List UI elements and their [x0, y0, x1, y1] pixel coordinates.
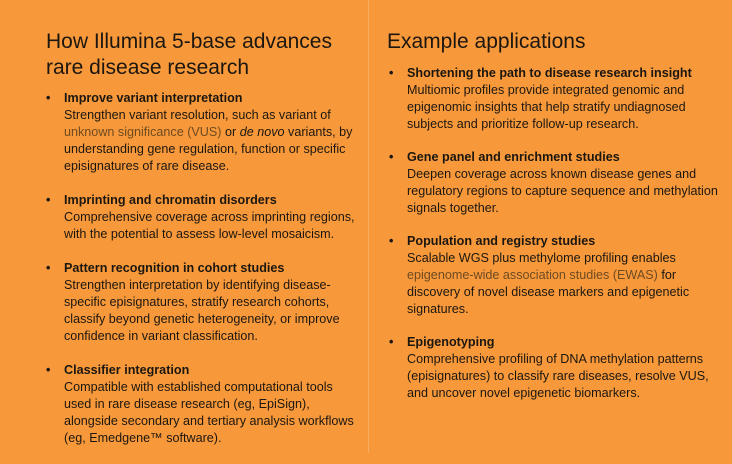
item-body: Strengthen interpretation by identifying… [64, 278, 340, 343]
item-title: Imprinting and chromatin disorders [64, 193, 277, 207]
list-item: Population and registry studies Scalable… [389, 233, 719, 318]
item-title: Classifier integration [64, 363, 190, 377]
item-title: Population and registry studies [407, 234, 596, 248]
right-heading: Example applications [387, 30, 586, 53]
item-body: Comprehensive coverage across imprinting… [64, 210, 355, 241]
right-column: Example applications Shortening the path… [368, 0, 732, 453]
benefits-list: Improve variant interpretation Strengthe… [46, 90, 361, 464]
item-title: Improve variant interpretation [64, 91, 243, 105]
list-item: Shortening the path to disease research … [389, 65, 719, 133]
item-body: Multiomic profiles provide integrated ge… [407, 83, 686, 131]
item-title: Epigenotyping [407, 335, 495, 349]
list-item: Improve variant interpretation Strengthe… [46, 90, 361, 175]
item-title: Pattern recognition in cohort studies [64, 261, 285, 275]
list-item: Epigenotyping Comprehensive profiling of… [389, 334, 719, 402]
left-heading: How Illumina 5-base advances rare diseas… [46, 30, 332, 79]
item-body: Deepen coverage across known disease gen… [407, 167, 718, 215]
list-item: Pattern recognition in cohort studies St… [46, 260, 361, 345]
item-body: Comprehensive profiling of DNA methylati… [407, 352, 709, 400]
item-title: Gene panel and enrichment studies [407, 150, 620, 164]
item-body: Compatible with established computationa… [64, 380, 354, 445]
list-item: Classifier integration Compatible with e… [46, 362, 361, 447]
list-item: Gene panel and enrichment studies Deepen… [389, 149, 719, 217]
left-column: How Illumina 5-base advances rare diseas… [0, 0, 368, 453]
item-title: Shortening the path to disease research … [407, 66, 692, 80]
list-item: Imprinting and chromatin disorders Compr… [46, 192, 361, 243]
applications-list: Shortening the path to disease research … [389, 65, 719, 418]
vus-link[interactable]: unknown significance (VUS) [64, 125, 222, 139]
ewas-link[interactable]: epigenome-wide association studies (EWAS… [407, 268, 658, 282]
